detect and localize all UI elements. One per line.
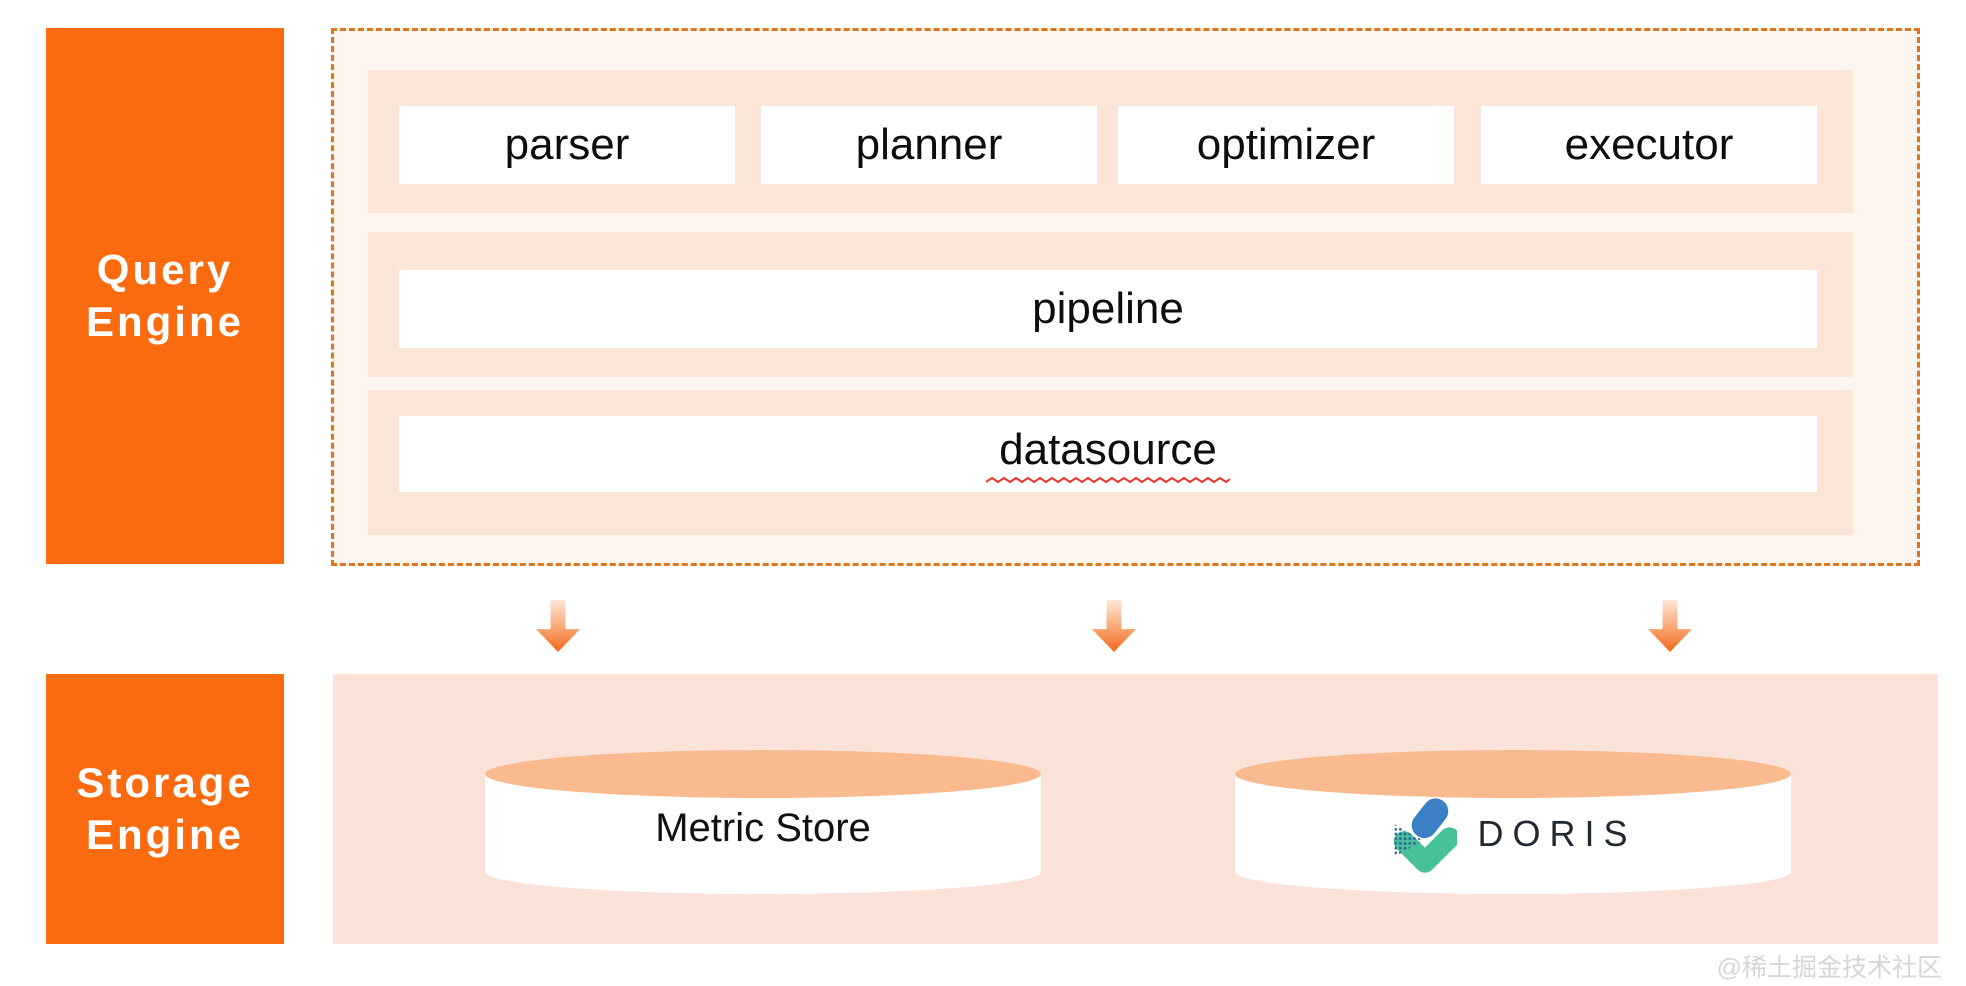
storage-engine-label-line1: Storage — [76, 758, 254, 806]
storage-engine-rail: Storage Engine — [46, 674, 284, 944]
down-arrow-icon — [1092, 600, 1136, 652]
component-pipeline: pipeline — [399, 270, 1817, 348]
component-parser: parser — [399, 106, 735, 184]
component-executor: executor — [1481, 106, 1817, 184]
query-engine-label-line1: Query — [96, 245, 234, 293]
doris-brand: DORIS — [1235, 788, 1791, 880]
datasource-text: datasource — [999, 424, 1217, 474]
datasource-text-wrap: datasource — [986, 425, 1230, 484]
watermark: @稀土掘金技术社区 — [1716, 954, 1942, 982]
metric-store-cylinder — [485, 750, 1041, 894]
component-datasource: datasource — [399, 416, 1817, 492]
metric-store-label: Metric Store — [655, 806, 871, 850]
doris-cylinder — [1235, 750, 1791, 894]
query-engine-rail: Query Engine — [46, 28, 284, 564]
storage-engine-label-line2: Engine — [85, 811, 244, 858]
query-engine-label: Query Engine — [86, 244, 244, 349]
query-engine-label-line2: Engine — [85, 298, 244, 345]
component-optimizer: optimizer — [1118, 106, 1454, 184]
component-planner: planner — [761, 106, 1097, 184]
down-arrow-icon — [536, 600, 580, 652]
down-arrow-icon — [1648, 600, 1692, 652]
doris-logo-icon — [1394, 798, 1458, 873]
storage-engine-label: Storage Engine — [76, 757, 253, 862]
spellcheck-squiggle-underline — [986, 476, 1230, 483]
doris-wordmark: DORIS — [1477, 813, 1637, 854]
